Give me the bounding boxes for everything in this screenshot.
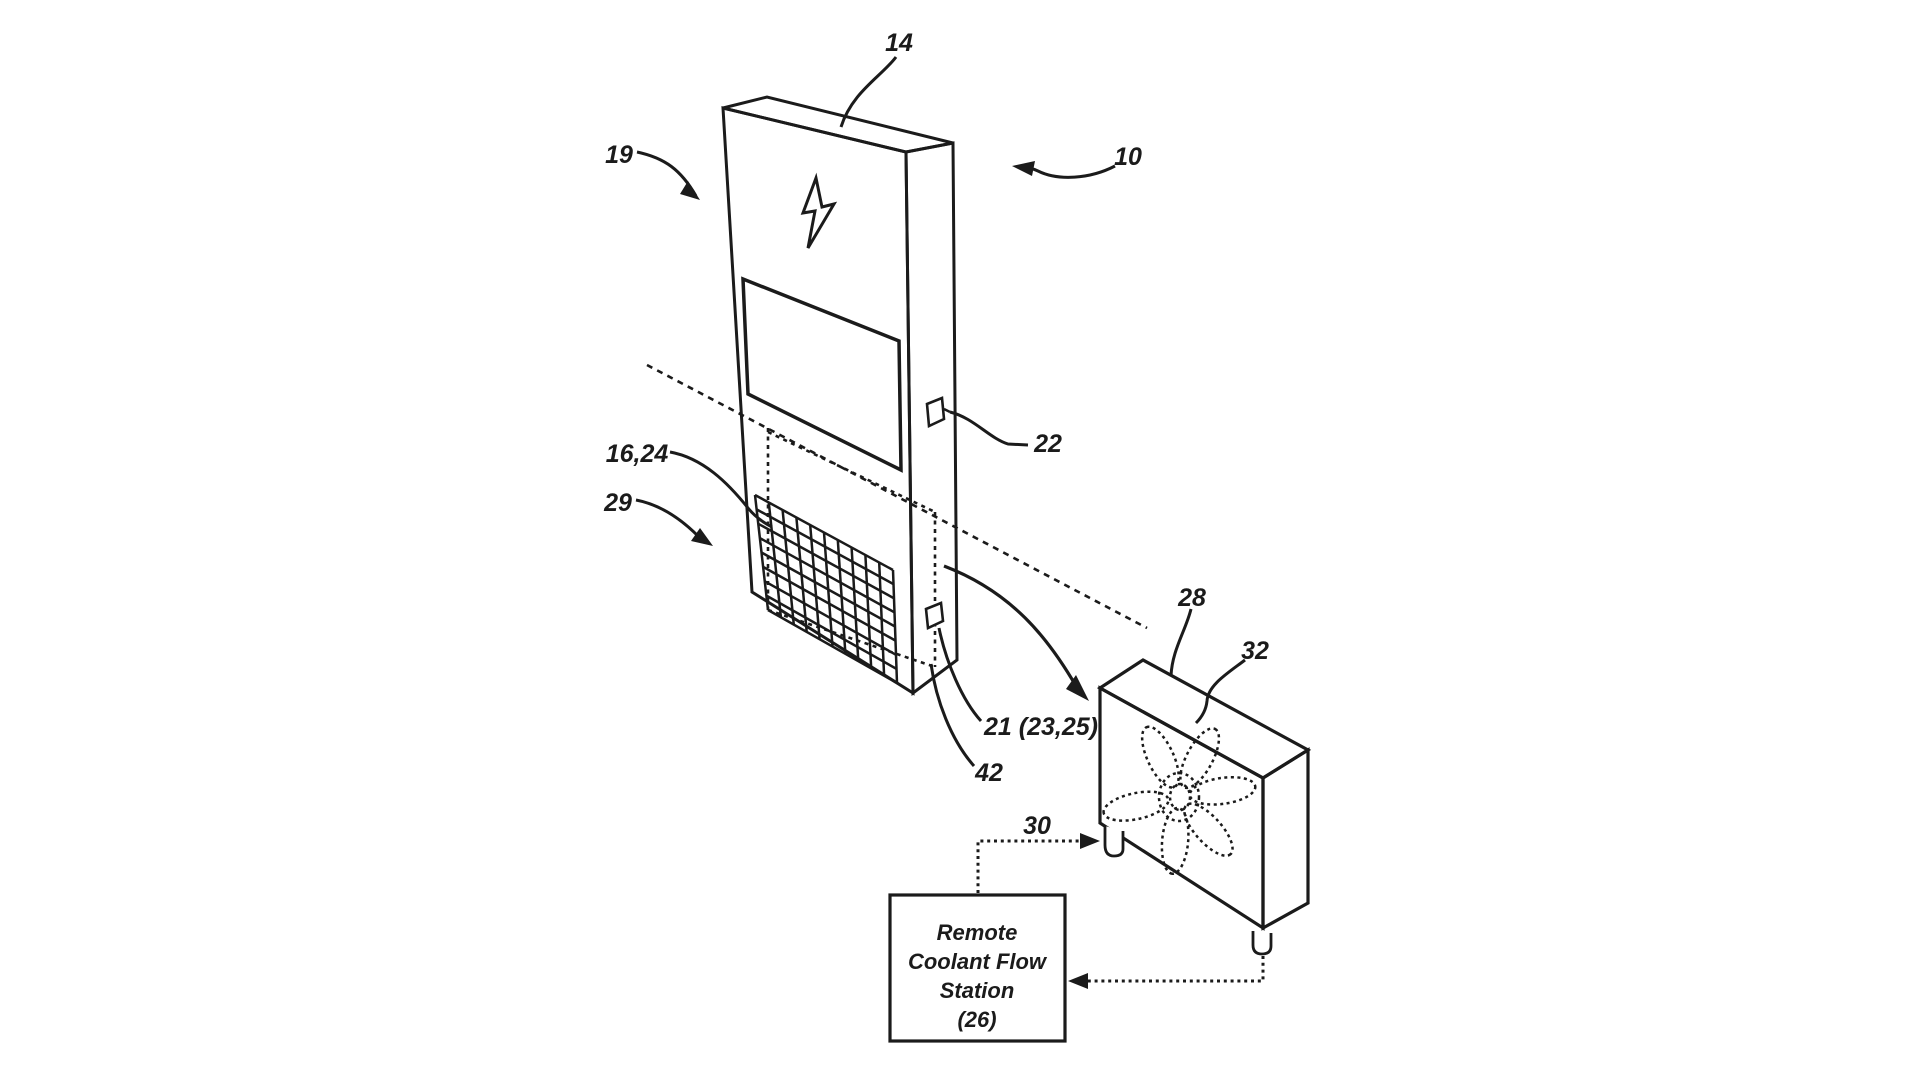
vent-grid-horizontal-lines: [754, 493, 898, 685]
coolant-line-supply: [976, 839, 1080, 893]
label-42: 42: [974, 759, 1003, 787]
vent-grid: [753, 493, 899, 685]
label-19: 19: [605, 141, 633, 169]
fan-hub-inner: [1168, 782, 1192, 812]
leader-32: [1194, 658, 1246, 725]
fan-unit: [1096, 658, 1312, 956]
fan-propeller: [1102, 725, 1257, 875]
port-22: [925, 396, 951, 428]
port-22-square: [925, 396, 946, 428]
station-box-line3: Station: [940, 978, 1015, 1003]
airflow-dashed-line: [646, 363, 1148, 630]
leader-14: [839, 56, 898, 128]
arrowhead-29: [691, 528, 713, 546]
lightning-bolt-icon: [800, 172, 838, 249]
station-box-line4: (26): [957, 1007, 996, 1032]
arrowhead-supply: [1080, 833, 1100, 849]
arrowhead-return: [1068, 973, 1088, 989]
fan-blade: [1179, 727, 1221, 790]
filter-dashed-top-edge: [767, 430, 936, 514]
fan-blade: [1102, 790, 1170, 822]
arrowhead-10: [1012, 161, 1035, 176]
label-10: 10: [1114, 143, 1142, 171]
leader-28: [1169, 608, 1193, 677]
label-16-24: 16,24: [606, 440, 669, 468]
label-28: 28: [1177, 584, 1206, 612]
fan-unit-right-face: [1261, 747, 1310, 931]
filter-dashed-region: [766, 428, 937, 669]
leader-21: [937, 627, 983, 723]
label-14: 14: [885, 29, 913, 57]
leader-10: [1019, 164, 1116, 179]
port-22-tick: [943, 407, 951, 414]
display-panel: [741, 276, 903, 473]
coolant-line-return: [1086, 956, 1265, 983]
label-29: 29: [603, 489, 632, 517]
station-box-line1: Remote: [937, 920, 1018, 945]
cabinet: [721, 95, 959, 696]
fan-blade: [1160, 806, 1190, 875]
fan-blade: [1183, 802, 1234, 857]
cabinet-right-face: [904, 141, 959, 696]
fan-blade: [1188, 775, 1257, 806]
filter-dashed-bottom-edge: [767, 608, 936, 669]
leader-22: [949, 410, 1029, 447]
arrowhead-19: [680, 181, 700, 200]
label-22: 22: [1033, 430, 1062, 458]
fan-hub-outer: [1157, 771, 1201, 823]
station-box-line2: Coolant Flow: [908, 949, 1048, 974]
label-21-23-25: 21 (23,25): [983, 713, 1098, 741]
label-30: 30: [1023, 812, 1051, 840]
station-box: [888, 893, 1067, 1043]
port-21-square: [924, 601, 945, 630]
fan-unit-left-foot: [1103, 826, 1125, 858]
fan-blade: [1140, 725, 1180, 789]
label-32: 32: [1241, 637, 1269, 665]
airflow-arrow-curve: [943, 564, 1078, 687]
leader-29: [635, 498, 700, 538]
arrowhead-airflow: [1066, 675, 1089, 701]
leader-16-24: [669, 450, 773, 529]
cabinet-top-face: [722, 95, 954, 154]
fan-unit-top-face: [1096, 658, 1312, 780]
fan-unit-right-foot: [1251, 931, 1273, 956]
leader-42: [929, 663, 976, 767]
